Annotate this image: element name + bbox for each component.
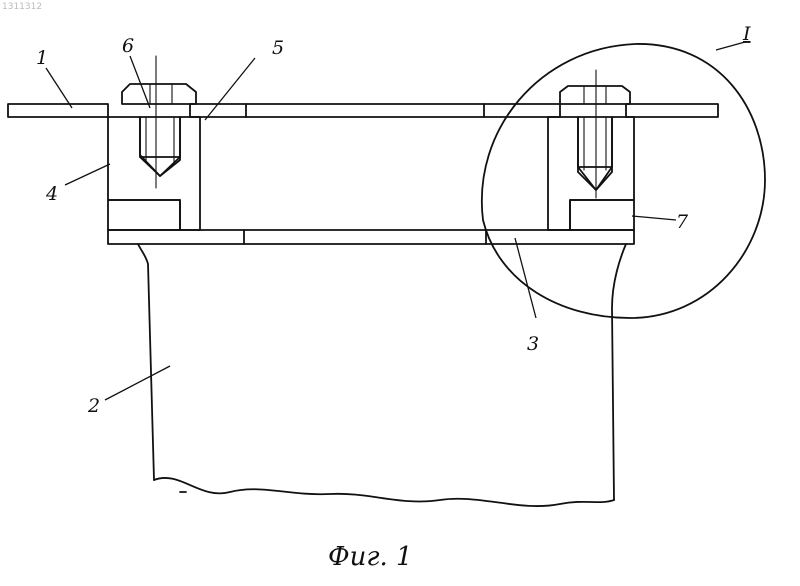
flange-ring-3: [108, 230, 634, 244]
bolt-right: [560, 70, 630, 198]
callout-4: 4: [45, 183, 58, 205]
plate-1: [8, 104, 718, 117]
callout-5: 5: [272, 37, 284, 59]
vessel-2: [138, 244, 626, 506]
callout-3: 3: [527, 333, 539, 355]
document-number: 1311312: [2, 2, 42, 12]
callout-2: 2: [87, 395, 100, 417]
detail-circle-I: [482, 44, 765, 318]
callout-6: 6: [122, 35, 134, 57]
callout-1: 1: [36, 47, 48, 69]
figure-caption: Фиг. 1: [328, 542, 413, 572]
callout-7: 7: [676, 211, 689, 233]
callout-detail-I: I: [742, 23, 751, 45]
flange-body-right: [548, 117, 634, 230]
flange-body-left-4: [108, 117, 200, 230]
bolt-left-6: [122, 56, 196, 188]
